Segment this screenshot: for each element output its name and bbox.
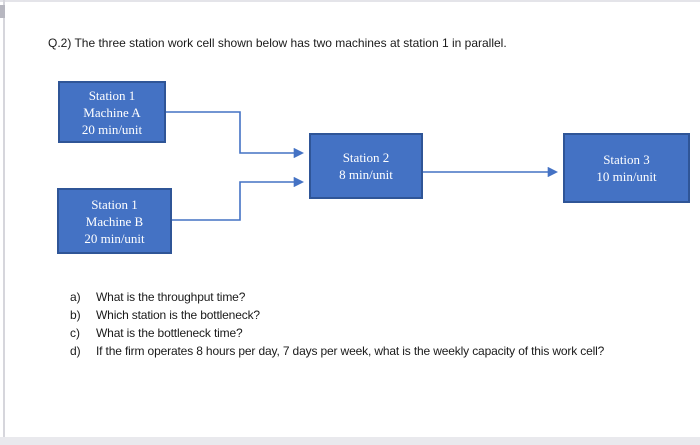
page-bottom-edge xyxy=(0,437,700,445)
question-label: a) xyxy=(70,290,81,304)
node-line: 20 min/unit xyxy=(84,230,145,246)
node-station1-machine-a: Station 1 Machine A 20 min/unit xyxy=(58,81,166,143)
node-line: Machine A xyxy=(83,104,141,120)
question-text: What is the bottleneck time? xyxy=(96,326,243,340)
question-item-c: c) What is the bottleneck time? xyxy=(70,324,698,342)
page-left-edge-notch xyxy=(0,5,5,18)
question-list: a) What is the throughput time? b) Which… xyxy=(70,288,698,360)
node-line: 10 min/unit xyxy=(596,169,657,184)
node-line: Machine B xyxy=(85,213,144,229)
question-item-b: b) Which station is the bottleneck? xyxy=(70,306,698,324)
question-item-d: d) If the firm operates 8 hours per day,… xyxy=(70,342,698,360)
node-line: Station 3 xyxy=(603,152,650,167)
node-line: Station 1 xyxy=(91,196,138,212)
question-label: c) xyxy=(70,326,80,340)
question-item-a: a) What is the throughput time? xyxy=(70,288,698,306)
node-station3: Station 3 10 min/unit xyxy=(563,133,690,203)
question-label: d) xyxy=(70,344,81,358)
node-station2: Station 2 8 min/unit xyxy=(309,133,423,199)
question-label: b) xyxy=(70,308,81,322)
question-title: Q.2) The three station work cell shown b… xyxy=(48,36,507,50)
question-text: If the firm operates 8 hours per day, 7 … xyxy=(96,344,605,358)
node-line: 20 min/unit xyxy=(81,121,143,137)
node-line: Station 2 xyxy=(342,150,390,165)
page-top-edge xyxy=(0,0,700,2)
work-cell-diagram: Station 1 Machine A 20 min/unit Station … xyxy=(57,81,690,254)
page-left-edge xyxy=(3,0,5,445)
node-line: 8 min/unit xyxy=(339,167,393,182)
node-station1-machine-b: Station 1 Machine B 20 min/unit xyxy=(57,188,172,254)
connector-machine-a-to-station2 xyxy=(166,111,305,159)
node-line: Station 1 xyxy=(88,87,136,103)
question-text: What is the throughput time? xyxy=(96,290,246,304)
connector-machine-b-to-station2 xyxy=(172,176,305,221)
question-text: Which station is the bottleneck? xyxy=(96,308,260,322)
